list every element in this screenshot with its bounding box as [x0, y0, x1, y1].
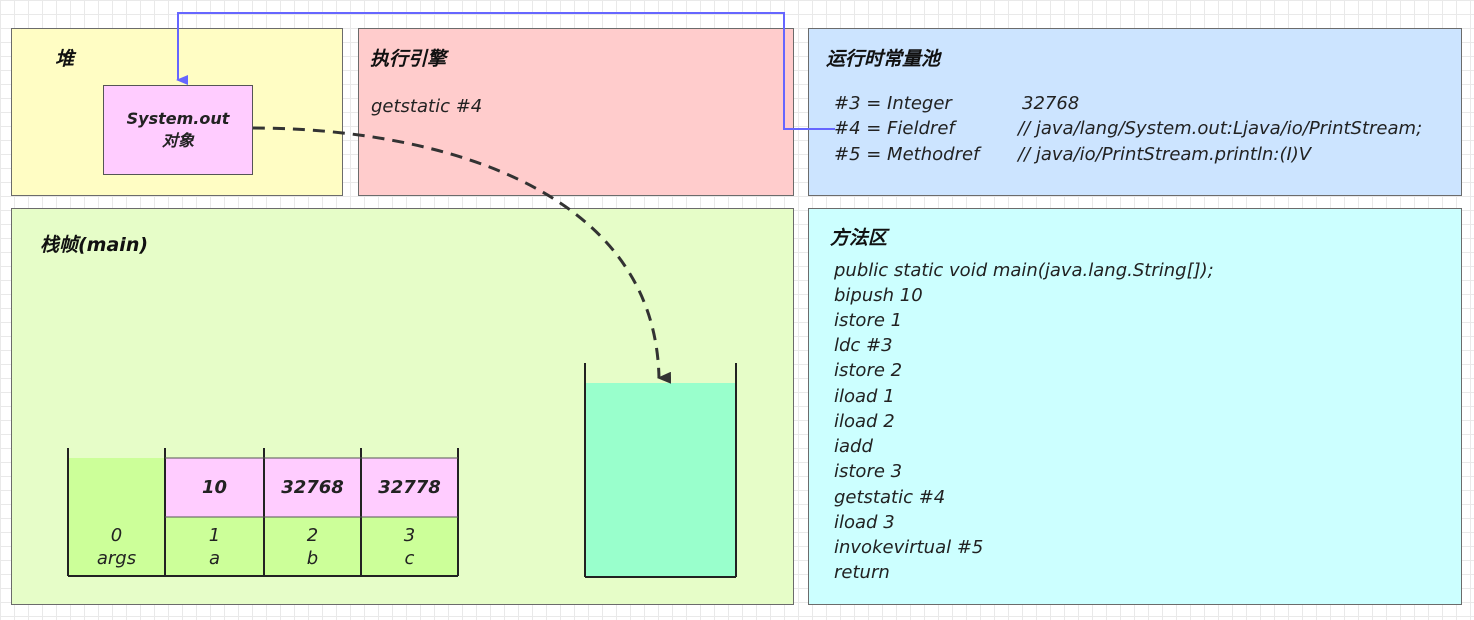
code-line: istore 3	[834, 461, 903, 482]
local-slot-0-fill	[68, 458, 165, 576]
code-line: iload 2	[834, 411, 895, 432]
local-slot-2: 2 b	[264, 517, 361, 576]
method-area-panel	[808, 208, 1462, 605]
object-label: 对象	[161, 131, 194, 150]
reference-arrow	[176, 12, 835, 130]
local-slot-3: 3 c	[361, 517, 458, 576]
operand-stack-container	[584, 363, 737, 578]
engine-instruction: getstatic #4	[371, 96, 483, 117]
push-arrow	[252, 126, 672, 384]
code-line: iload 1	[834, 386, 895, 407]
local-slot-value: 32778	[361, 458, 458, 517]
code-line: getstatic #4	[834, 487, 946, 508]
execution-engine-panel	[358, 28, 794, 196]
code-line: public static void main(java.lang.String…	[834, 260, 1214, 281]
object-name: System.out	[126, 109, 230, 128]
pool-entry-ref: #5 = Methodref	[834, 144, 980, 165]
slot-name: c	[404, 547, 415, 569]
pool-entry-value: // java/lang/System.out:Ljava/io/PrintSt…	[1018, 118, 1423, 139]
pool-entry-value: 32768	[1022, 93, 1080, 114]
stack-frame-title: 栈帧(main)	[40, 234, 149, 256]
local-slot-value: 10	[165, 458, 264, 517]
code-line: iload 3	[834, 512, 895, 533]
slot-name: a	[208, 547, 221, 569]
pool-entry-ref: #4 = Fieldref	[834, 118, 955, 139]
code-line: istore 1	[834, 310, 903, 331]
code-line: iadd	[834, 436, 873, 457]
local-slot-value: 32768	[264, 458, 361, 517]
local-slot-1: 1 a	[165, 517, 264, 576]
slot-index: 3	[403, 524, 416, 546]
method-area-title: 方法区	[830, 227, 888, 249]
slot-index: 1	[208, 524, 221, 546]
pool-entry-value: // java/io/PrintStream.println:(I)V	[1018, 144, 1312, 165]
code-line: return	[834, 562, 890, 583]
constant-pool-panel	[808, 28, 1462, 196]
slot-name: b	[306, 547, 319, 569]
pool-entry-ref: #3 = Integer	[834, 93, 952, 114]
local-slot-0: 0 args	[68, 517, 165, 576]
heap-title: 堆	[55, 48, 75, 70]
operand-stack-fill	[586, 383, 736, 576]
pool-title: 运行时常量池	[826, 48, 941, 70]
slot-name: args	[96, 547, 137, 569]
code-line: invokevirtual #5	[834, 537, 984, 558]
system-out-object: System.out 对象	[103, 85, 253, 175]
slot-index: 2	[306, 524, 319, 546]
slot-index: 0	[110, 524, 123, 546]
engine-title: 执行引擎	[370, 48, 447, 70]
local-table-lines	[67, 448, 459, 577]
code-line: bipush 10	[834, 285, 923, 306]
code-line: istore 2	[834, 360, 903, 381]
code-line: ldc #3	[834, 335, 893, 356]
